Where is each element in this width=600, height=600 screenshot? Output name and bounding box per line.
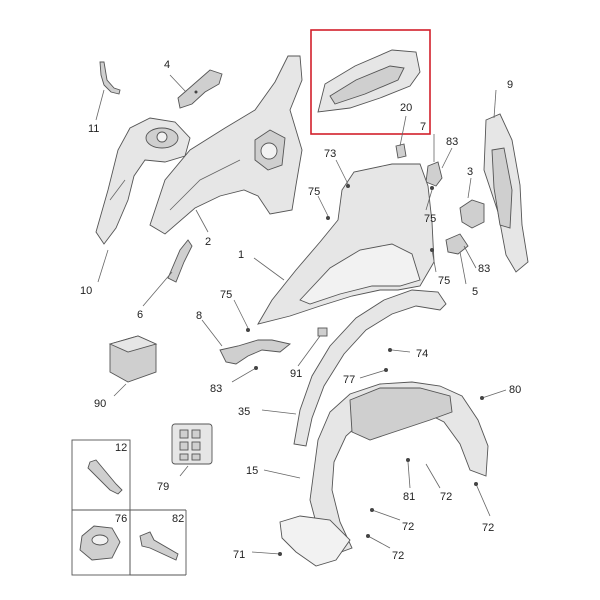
- label-72-a: 72: [440, 491, 452, 503]
- part-15-arch-liner: [279, 381, 489, 567]
- label-75-b: 75: [424, 213, 436, 225]
- part-3-bracket: [459, 199, 485, 229]
- part-1-fender: [257, 163, 435, 325]
- part-35-arch-moulding: [293, 289, 447, 447]
- label-83-low: 83: [210, 383, 222, 395]
- label-72-d: 72: [392, 550, 404, 562]
- part-20-highlight-box: [310, 29, 431, 135]
- label-10: 10: [80, 285, 92, 297]
- part-90-block: [108, 335, 158, 383]
- part-8-bracket: [219, 339, 292, 365]
- label-80: 80: [509, 384, 521, 396]
- label-73: 73: [324, 148, 336, 160]
- part-4-bracket: [177, 69, 223, 109]
- fastener-dots: [246, 184, 484, 556]
- label-72-b: 72: [482, 522, 494, 534]
- label-5: 5: [472, 286, 478, 298]
- label-15: 15: [246, 465, 258, 477]
- label-2: 2: [205, 236, 211, 248]
- label-11: 11: [88, 123, 99, 135]
- part-9-panel: [483, 113, 529, 273]
- label-77: 77: [343, 374, 355, 386]
- label-81: 81: [403, 491, 415, 503]
- part-2-side-member: [149, 55, 303, 235]
- label-3: 3: [467, 166, 473, 178]
- part-7-clip: [425, 161, 443, 187]
- part-11-rod: [99, 61, 121, 95]
- label-90: 90: [94, 398, 106, 410]
- label-71: 71: [233, 549, 245, 561]
- label-7: 7: [420, 121, 426, 133]
- label-82: 82: [172, 513, 184, 525]
- label-76: 76: [115, 513, 127, 525]
- label-1: 1: [238, 249, 244, 261]
- label-79: 79: [157, 481, 169, 493]
- label-83-top: 83: [446, 136, 458, 148]
- part-6-bracket: [167, 239, 193, 283]
- label-12: 12: [115, 442, 127, 454]
- label-91: 91: [290, 368, 302, 380]
- label-83-mid: 83: [478, 263, 490, 275]
- label-8: 8: [196, 310, 202, 322]
- label-75-a: 75: [308, 186, 320, 198]
- label-9: 9: [507, 79, 513, 91]
- part-20-clip: [395, 143, 407, 159]
- label-74: 74: [416, 348, 428, 360]
- part-5-bracket: [445, 233, 469, 255]
- part-79-clip-pack: [171, 423, 213, 465]
- leader-lines: [95, 74, 507, 555]
- label-75-c: 75: [438, 275, 450, 287]
- part-91-clip: [317, 327, 328, 337]
- callout-labels: 11 4 2 10 6 1 20 9 7 83 73 3 75 75 75 83…: [80, 59, 521, 562]
- label-75-d: 75: [220, 289, 232, 301]
- label-72-c: 72: [402, 521, 414, 533]
- part-10-inner-arch: [95, 117, 191, 245]
- inset-hardware-box: [71, 439, 187, 576]
- label-20: 20: [400, 102, 412, 114]
- label-4: 4: [164, 59, 170, 71]
- label-35: 35: [238, 406, 250, 418]
- label-6: 6: [137, 309, 143, 321]
